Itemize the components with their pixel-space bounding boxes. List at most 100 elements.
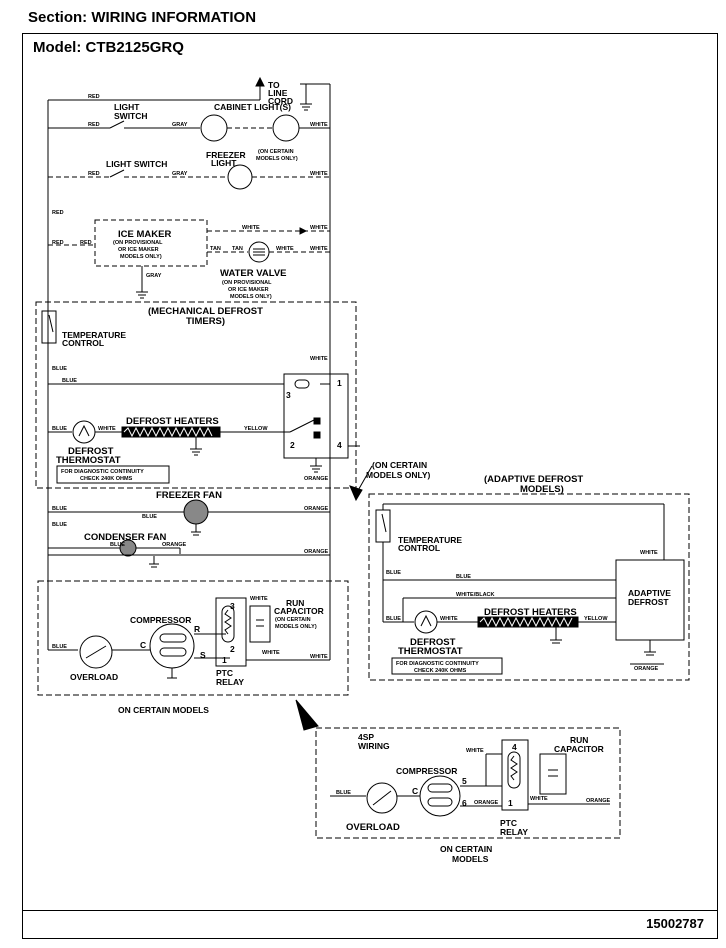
wire-label: ORANGE xyxy=(304,549,328,555)
light-switch-2-label: LIGHT SWITCH xyxy=(106,159,167,169)
wire-label: WHITE xyxy=(98,426,116,432)
run-capacitor-label: MODELS ONLY) xyxy=(275,624,317,630)
on-certain-models-label: (ON CERTAIN xyxy=(258,149,294,155)
terminal-label: C xyxy=(140,640,146,650)
defrost-thermostat-label: DEFROST xyxy=(68,446,114,457)
terminal-label: 3 xyxy=(230,601,235,611)
terminal-label: R xyxy=(194,624,200,634)
cabinet-lights-label: CABINET LIGHT(S) xyxy=(214,102,291,112)
terminal-label: 5 xyxy=(462,776,467,786)
mechanical-defrost-label: TIMERS) xyxy=(186,316,225,327)
timer-switch xyxy=(289,419,315,433)
defrost-thermostat-2-label: DEFROST xyxy=(410,637,456,648)
wire-label: ORANGE xyxy=(634,666,658,672)
water-valve-label: OR ICE MAKER xyxy=(228,287,269,293)
mechanical-defrost-label: (MECHANICAL DEFROST xyxy=(148,306,263,317)
on-certain-models-2-label: (ON CERTAIN xyxy=(372,460,427,470)
run-capacitor-2 xyxy=(539,753,567,795)
ice-maker-box xyxy=(94,219,208,267)
wire-label: WHITE xyxy=(530,796,548,802)
run-capacitor-2-label: RUN xyxy=(570,735,588,745)
wire-label: BLUE xyxy=(52,506,67,512)
wire-label: RED xyxy=(52,240,64,246)
wire-label: BLUE xyxy=(52,522,67,528)
run-capacitor-label: (ON CERTAIN xyxy=(275,617,311,623)
defrost-thermostat-label: THERMOSTAT xyxy=(56,455,121,466)
wire-label: WHITE xyxy=(310,122,328,128)
water-valve-label: MODELS ONLY) xyxy=(230,294,272,300)
diagnostic-label: CHECK 240K OHMS xyxy=(80,476,133,482)
diagram-frame xyxy=(22,33,718,939)
terminal-label: 1 xyxy=(337,378,342,388)
run-capacitor-1 xyxy=(249,605,271,643)
terminal-label: 2 xyxy=(290,440,295,450)
wire-label: YELLOW xyxy=(584,616,608,622)
wire-label: WHITE xyxy=(640,550,658,556)
water-valve-label: WATER VALVE xyxy=(220,268,287,279)
terminal-label: 3 xyxy=(286,390,291,400)
compressor-label: COMPRESSOR xyxy=(130,615,191,625)
run-capacitor-2-label: CAPACITOR xyxy=(554,744,604,754)
wire-label: BLUE xyxy=(52,366,67,372)
model-title: Model: CTB2125GRQ xyxy=(33,39,184,56)
diagnostic-box-2 xyxy=(391,657,503,675)
adaptive-defrost-box xyxy=(368,493,690,681)
wire-label: WHITE xyxy=(276,246,294,252)
wire-label: TAN xyxy=(210,246,221,252)
wire-label: WHITE xyxy=(440,616,458,622)
overload-2 xyxy=(366,782,398,814)
ice-maker-label: (ON PROVISIONAL xyxy=(113,240,163,246)
compressor-2 xyxy=(419,775,461,817)
wire-label: YELLOW xyxy=(244,426,268,432)
diagnostic-2-label: FOR DIAGNOSTIC CONTINUITY xyxy=(396,661,479,667)
terminal-label: 1 xyxy=(222,655,227,665)
defrost-thermostat-2-label: THERMOSTAT xyxy=(398,646,463,657)
ptc-relay-label: PTC xyxy=(216,668,233,678)
footer-divider xyxy=(22,910,718,911)
light-switch-label: LIGHT xyxy=(114,102,140,112)
terminal-label: 2 xyxy=(230,644,235,654)
mechanical-defrost-box xyxy=(35,301,357,489)
ptc-relay-label: RELAY xyxy=(216,677,244,687)
pointer-arrow-2 xyxy=(295,699,319,731)
terminal-label: 6 xyxy=(462,798,467,808)
compressor-box xyxy=(37,580,349,696)
on-certain-models-2-label: MODELS xyxy=(452,854,489,864)
wire-label: RED xyxy=(52,210,64,216)
wire-label: WHITE xyxy=(310,246,328,252)
on-certain-models-2-label: MODELS ONLY) xyxy=(366,470,431,480)
terminal-label: 4 xyxy=(337,440,342,450)
wire-label: WHITE xyxy=(310,171,328,177)
wire-label: RED xyxy=(80,240,92,246)
wire-label: BLUE xyxy=(336,790,351,796)
line-cord-label-2: LINE xyxy=(268,88,288,98)
ptc-relay-2-label: RELAY xyxy=(500,827,528,837)
ice-maker-label: MODELS ONLY) xyxy=(120,254,162,260)
wire-label: ORANGE xyxy=(304,506,328,512)
temperature-control-label: CONTROL xyxy=(62,338,104,348)
4sp-wiring-label: WIRING xyxy=(358,741,390,751)
wire-label: BLUE xyxy=(386,616,401,622)
run-capacitor-label: CAPACITOR xyxy=(274,606,324,616)
diagnostic-box-1 xyxy=(56,465,170,484)
terminal-label: 4 xyxy=(512,742,517,752)
wire-label: WHITE xyxy=(262,650,280,656)
wire-label: ORANGE xyxy=(586,798,610,804)
overload-1 xyxy=(79,635,113,669)
light-switch-1 xyxy=(109,120,125,129)
4sp-wiring-label: 4SP xyxy=(358,732,374,742)
terminal-label: S xyxy=(200,650,206,660)
temperature-control-label: TEMPERATURE xyxy=(62,330,126,340)
freezer-fan-label: FREEZER FAN xyxy=(156,490,222,501)
line-cord-label-3: CORD xyxy=(268,96,293,106)
light-switch-label: SWITCH xyxy=(114,111,148,121)
wire-label: RED xyxy=(88,171,100,177)
timer-motor xyxy=(294,379,310,389)
light-switch-2 xyxy=(109,169,125,178)
temperature-control-2-label: CONTROL xyxy=(398,543,440,553)
on-certain-models-label: ON CERTAIN MODELS xyxy=(118,705,209,715)
wire-label: BLUE xyxy=(52,644,67,650)
wire-label: GRAY xyxy=(172,122,188,128)
